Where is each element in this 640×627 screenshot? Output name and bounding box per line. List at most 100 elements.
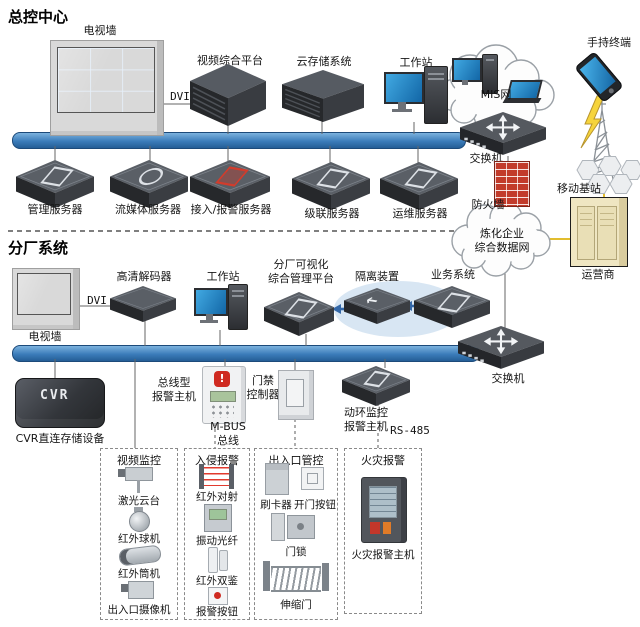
- alarm-shield-icon: !: [214, 371, 230, 387]
- ir-beams-icon: [204, 467, 229, 486]
- mis-desktop-monitor: [452, 58, 482, 82]
- workstation-branch-monitor: [194, 288, 228, 316]
- business-label: 业务系统: [431, 268, 475, 281]
- alarm-lcd: [210, 391, 236, 402]
- video-platform-label: 视频综合平台: [197, 54, 263, 67]
- gate-lattice: [271, 566, 321, 592]
- server-streaming-label: 流媒体服务器: [115, 203, 181, 216]
- group-title: 火灾报警: [361, 454, 405, 467]
- cloud-storage-device: [282, 70, 364, 122]
- item-label: 红外筒机: [118, 568, 160, 580]
- workstation-top-label: 工作站: [399, 56, 433, 69]
- group-title: 视频监控: [117, 454, 161, 467]
- tv-wall-screen: [57, 47, 155, 113]
- ir-beam-post: [229, 464, 234, 489]
- dual-detector-icon: [208, 547, 218, 573]
- lock-plate-icon: [271, 513, 285, 541]
- item-label: 报警按钮: [196, 606, 238, 618]
- fire-host-red-module: [370, 522, 380, 534]
- cell-hexagons: [576, 156, 640, 194]
- server-cascade-label: 级联服务器: [304, 207, 360, 220]
- group-intrusion-alarm: 入侵报警 红外对射 振动光纤 红外双鉴 报警按钮: [184, 448, 250, 620]
- dome-mount: [134, 507, 143, 512]
- server-ops-label: 运维服务器: [392, 207, 448, 220]
- dvi-top-label: DVI: [170, 90, 190, 103]
- workstation-top-monitor: [384, 72, 424, 104]
- item-label: 红外对射: [196, 491, 238, 503]
- ir-beam-post: [199, 464, 204, 489]
- item-label: 出入口摄像机: [107, 604, 171, 616]
- workstation-branch-tower: [228, 284, 248, 330]
- rs485-label: RS-485: [390, 424, 430, 437]
- mis-monitor-stand: [462, 80, 468, 85]
- gate-post: [263, 561, 270, 591]
- branch-section-title: 分厂系统: [8, 239, 69, 257]
- item-label: 开门按钮: [294, 499, 336, 511]
- base-station-label: 移动基站: [557, 182, 601, 195]
- card-reader-icon: [265, 463, 289, 495]
- workstation-top-tower: [424, 66, 448, 124]
- monitor-stand: [206, 314, 213, 320]
- red-button: [214, 592, 221, 599]
- monitor-base: [392, 109, 412, 112]
- fiber-screen: [209, 509, 227, 520]
- item-label: 火灾报警主机: [351, 549, 415, 561]
- access-controller-label: 门禁 控制器: [246, 374, 280, 401]
- bullet-camera-icon: [118, 544, 162, 567]
- lock-body-icon: [287, 515, 315, 539]
- item-label: 伸缩门: [280, 599, 312, 611]
- env-host-label: 动环监控 报警主机: [344, 406, 388, 433]
- fire-host-screen: [369, 486, 397, 518]
- carrier-cabinet: [570, 197, 628, 267]
- item-label: 红外双鉴: [196, 575, 238, 587]
- group-video-surveillance: 视频监控 激光云台 红外球机 红外筒机 出入口摄像机: [100, 448, 178, 620]
- cloud-storage-label: 云存储系统: [296, 55, 352, 68]
- door-button-icon: [301, 467, 324, 490]
- server-access-alarm-label: 接入/报警服务器: [190, 203, 272, 216]
- phone-home-button: [607, 87, 615, 95]
- gate-post: [322, 563, 329, 591]
- laser-ptz-lens: [118, 469, 125, 477]
- cabinet-door: [597, 206, 617, 260]
- alarm-keypad: [210, 404, 234, 418]
- cabinet-door: [577, 206, 595, 260]
- main-section-title: 总控中心: [8, 8, 69, 26]
- monitor-stand: [398, 102, 406, 109]
- data-cloud-label: 炼化企业 综合数据网: [474, 227, 530, 255]
- group-title: 入侵报警: [195, 454, 239, 467]
- box-camera-lens: [121, 584, 128, 592]
- video-platform-device: [190, 64, 266, 126]
- retractable-gate-icon: [263, 561, 329, 592]
- mis-desktop-tower: [482, 54, 498, 94]
- dual-detector-part: [219, 550, 228, 571]
- handheld-label: 手持终端: [587, 36, 631, 49]
- item-label: 门锁: [285, 546, 307, 558]
- cvr-device: [15, 378, 105, 428]
- bus-alarm-host-label: 总线型 报警主机: [152, 376, 196, 403]
- tv-wall-top-label: 电视墙: [83, 24, 117, 37]
- box-camera-icon: [128, 581, 154, 599]
- lock-keyhole: [297, 523, 304, 530]
- fire-host-orange-module: [383, 522, 391, 534]
- dome-camera-icon: [129, 511, 150, 532]
- hd-decoder-device: [110, 286, 176, 322]
- vibration-fiber-icon: [204, 504, 232, 532]
- branch-platform-label: 分厂可视化 综合管理平台: [268, 258, 334, 285]
- tv-wall-branch: [12, 268, 80, 330]
- switch-branch-device: [458, 326, 544, 374]
- server-management-label: 管理服务器: [27, 203, 83, 216]
- item-label: 激光云台: [118, 495, 160, 507]
- tv-wall-branch-label: 电视墙: [28, 330, 62, 343]
- switch-branch-label: 交换机: [491, 372, 525, 385]
- firewall-device: [494, 161, 530, 207]
- item-label: 刷卡器: [260, 499, 292, 511]
- hd-decoder-label: 高清解码器: [116, 270, 172, 283]
- button-square: [307, 473, 318, 484]
- group-entrance-control: 出入口管控 刷卡器 开门按钮 门锁 伸缩门: [254, 448, 338, 620]
- access-controller-device: [278, 370, 314, 420]
- tv-wall-branch-screen: [17, 273, 71, 315]
- carrier-label: 运营商: [581, 268, 615, 281]
- monitor-base: [200, 320, 218, 323]
- firewall-label: 防火墙: [471, 198, 505, 211]
